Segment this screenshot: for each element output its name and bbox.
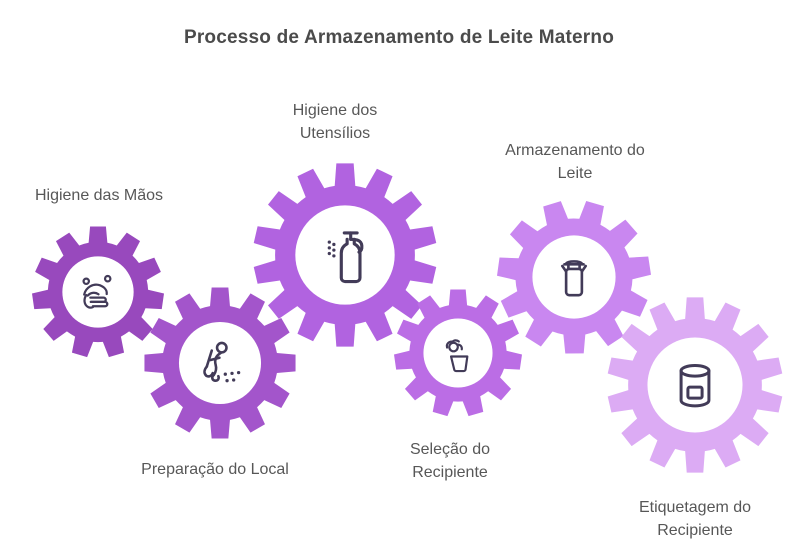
gear-hub-6	[647, 337, 743, 433]
gear-step-2	[144, 287, 296, 439]
step-label-armazenamento-do-leite: Armazenamento do Leite	[505, 142, 645, 182]
gear-hub-1	[62, 256, 134, 328]
gear-step-1	[32, 226, 164, 358]
gear-step-3	[253, 163, 437, 347]
hand-over-cup-icon	[445, 339, 469, 373]
gear-step-5	[497, 201, 651, 354]
step-label-higiene-das-maos: Higiene das Mãos	[34, 187, 164, 204]
gear-hub-4	[423, 318, 493, 388]
step-label-preparacao-do-local: Preparação do Local	[141, 461, 289, 478]
step-label-etiquetagem-do-recipiente: Etiquetagem do Recipiente	[638, 499, 752, 539]
spray-bottle-icon	[327, 231, 364, 284]
gear-hub-3	[295, 205, 395, 305]
gear-hub-5	[532, 235, 616, 319]
step-label-higiene-dos-utensilios: Higiene dos Utensílios	[292, 102, 378, 142]
page-title: Processo de Armazenamento de Leite Mater…	[183, 27, 615, 48]
gear-hub-2	[178, 321, 262, 405]
gear-step-6	[607, 297, 783, 473]
hands-washing-icon	[82, 274, 112, 309]
person-cleaning-icon	[203, 341, 241, 383]
gear-step-4	[394, 289, 522, 417]
milk-can-icon	[560, 260, 588, 297]
step-label-selecao-do-recipiente: Seleção do Recipiente	[409, 441, 491, 481]
labeled-container-icon	[679, 363, 711, 408]
